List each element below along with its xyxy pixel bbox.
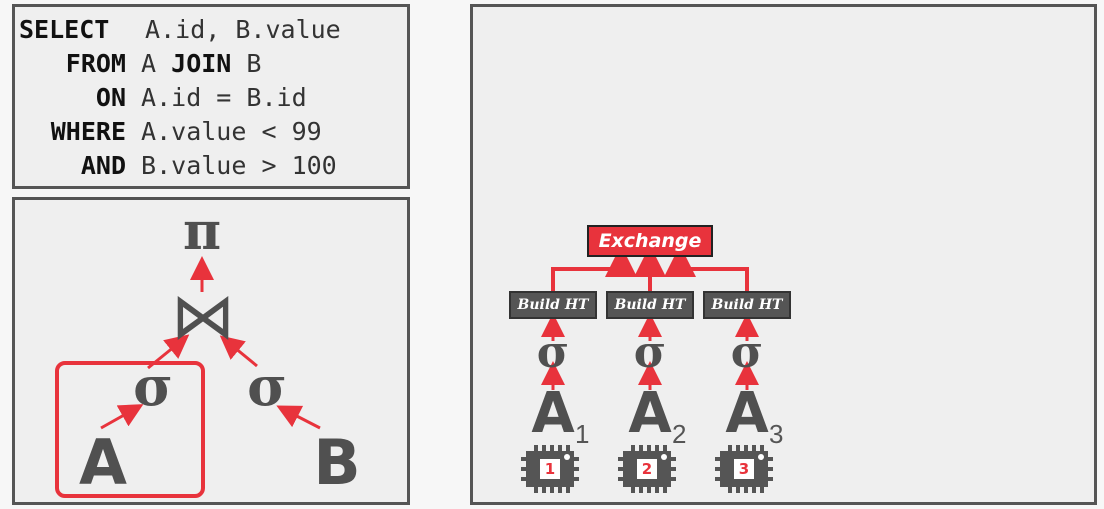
sql-text: A.id = B.id — [126, 83, 307, 112]
sql-keyword: FROM — [65, 49, 126, 78]
table-b: B — [313, 426, 361, 499]
highlight-box — [55, 361, 205, 498]
partition-subscript-2: 2 — [672, 419, 687, 449]
select-operator-3: σ — [730, 327, 764, 378]
core-number-3: 3 — [738, 460, 750, 478]
sql-text: A — [126, 49, 172, 78]
arrow-b-to-select — [276, 405, 321, 430]
arrow-build3-to-exchange — [664, 245, 749, 293]
sql-keyword: AND — [80, 151, 126, 180]
join-operator: ⋈ — [171, 280, 235, 354]
query-plan-panel: π ⋈ σ σ A B — [12, 197, 410, 505]
select-operator-a: σ — [133, 354, 173, 418]
parallel-plan-panel: Exchange Build HT Build HT Build HT σ σ … — [470, 4, 1097, 505]
table-a: A — [79, 426, 127, 499]
sql-keyword: SELECT — [19, 15, 110, 44]
arrow-build1-to-exchange — [551, 245, 637, 293]
parallel-arrows — [521, 245, 773, 493]
sql-text: B.value > 100 — [126, 151, 337, 180]
sql-line-on: ON A.id = B.id — [15, 81, 307, 115]
plan-arrows — [55, 256, 321, 498]
sql-keyword: WHERE — [50, 117, 126, 146]
cpu-core-icon — [521, 445, 579, 493]
partition-subscript-1: 1 — [575, 419, 590, 449]
cpu-core-icon — [618, 445, 676, 493]
projection-operator: π — [182, 201, 222, 262]
sql-line-where: WHERE A.value < 99 — [15, 115, 322, 149]
partition-subscript-3: 3 — [769, 419, 784, 449]
core-number-2: 2 — [641, 460, 653, 478]
table-a-partition-3: A — [725, 381, 769, 446]
build-ht-operator-3: Build HT — [703, 291, 791, 319]
table-a-partition-2: A — [628, 381, 672, 446]
sql-query-panel: SELECT A.id, B.value FROM A JOIN B ON A.… — [12, 4, 410, 189]
sql-line-from: FROM A JOIN B — [15, 47, 262, 81]
build-ht-operator-2: Build HT — [606, 291, 694, 319]
cpu-core-icon — [715, 445, 773, 493]
exchange-operator: Exchange — [587, 225, 713, 257]
build-ht-operator-1: Build HT — [509, 291, 597, 319]
select-operator-1: σ — [536, 327, 570, 378]
table-a-partition-1: A — [531, 381, 575, 446]
core-number-1: 1 — [544, 460, 556, 478]
sql-keyword-join: JOIN — [171, 49, 232, 78]
sql-line-and: AND B.value > 100 — [15, 149, 337, 183]
sql-text: A.value < 99 — [126, 117, 322, 146]
select-operator-b: σ — [247, 354, 287, 418]
select-operator-2: σ — [633, 327, 667, 378]
arrow-select-b-to-join — [219, 335, 258, 368]
sql-text: A.id, B.value — [130, 15, 341, 44]
sql-keyword: ON — [95, 83, 126, 112]
arrow-a-to-select — [100, 404, 144, 430]
sql-line-select: SELECT A.id, B.value — [15, 13, 341, 47]
sql-text: B — [231, 49, 262, 78]
